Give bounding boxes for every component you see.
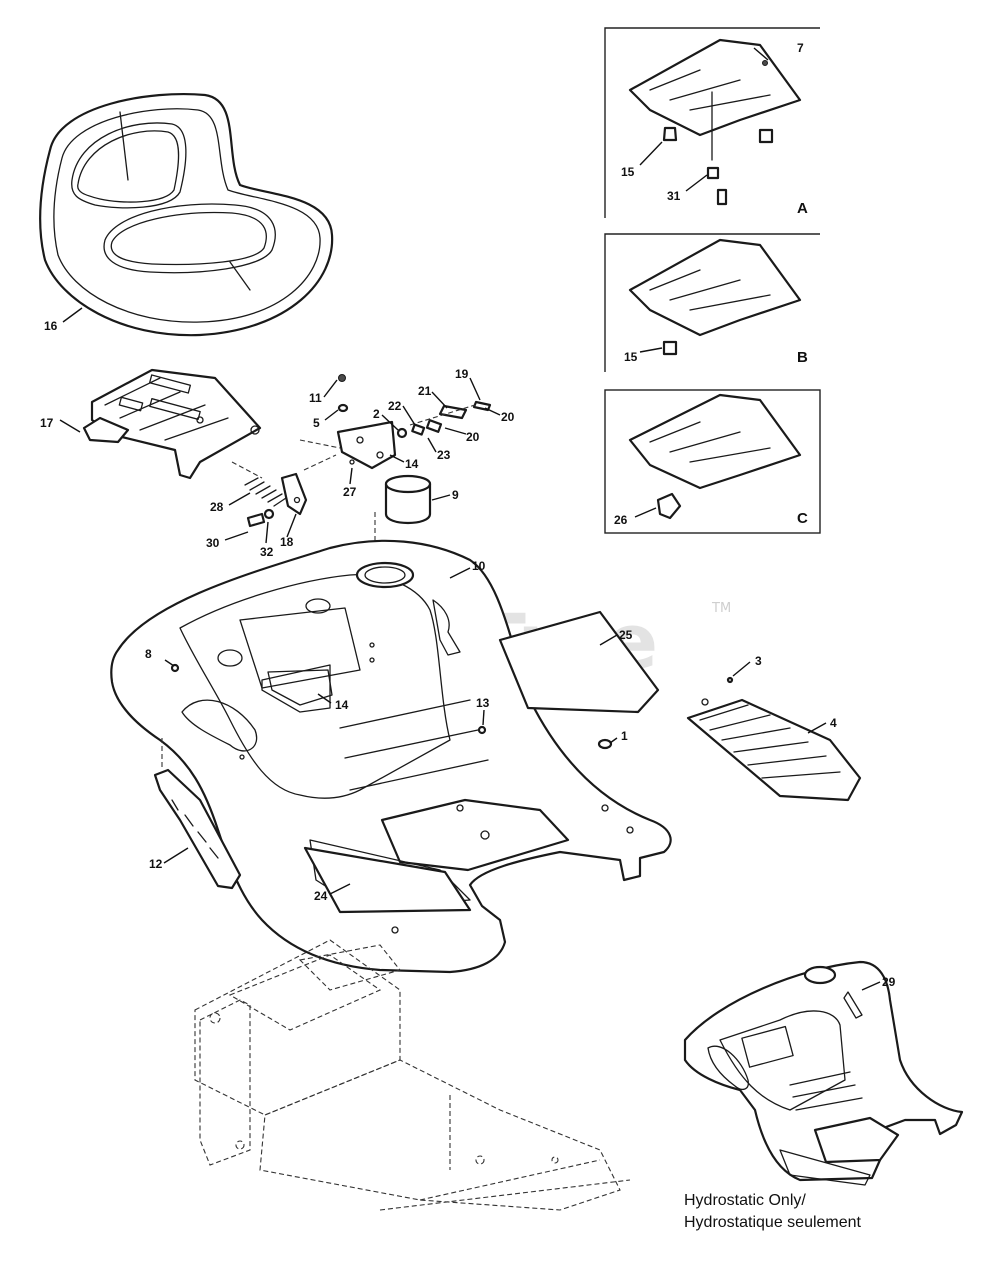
callout-30: 30: [206, 536, 220, 550]
foot-plate: [686, 698, 862, 802]
callout-16: 16: [44, 319, 58, 333]
callout-10: 10: [472, 559, 486, 573]
seat: [38, 93, 334, 337]
callout-7: 7: [797, 41, 804, 55]
chassis-frame: [194, 939, 631, 1211]
panel-a: A: [604, 27, 820, 218]
watermark-trademark: TM: [711, 601, 731, 616]
seat-pan: [82, 368, 262, 480]
leader-lines: [59, 47, 881, 991]
decal-24: [303, 846, 472, 914]
callout-18: 18: [280, 535, 294, 549]
hydrostatic-note: Hydrostatic Only/ Hydrostatique seulemen…: [684, 1190, 861, 1234]
plug-1: [597, 738, 613, 750]
callout-13: 13: [476, 696, 490, 710]
screw-3: [726, 676, 734, 684]
callout-27: 27: [343, 485, 357, 499]
callout-3: 3: [755, 654, 762, 668]
screw-13: [477, 725, 487, 735]
callout-1: 1: [621, 729, 628, 743]
hydrostatic-note-line-2: Hydrostatique seulement: [684, 1214, 861, 1231]
fender-body: [110, 539, 672, 974]
callout-12: 12: [149, 857, 163, 871]
callout-32: 32: [260, 545, 274, 559]
callout-5: 5: [313, 416, 320, 430]
callout-28: 28: [210, 500, 224, 514]
decal-25: [498, 610, 660, 714]
fuel-tank-cup: [374, 474, 432, 610]
panel-b: B: [604, 233, 820, 372]
callout-20-upper: 20: [501, 410, 515, 424]
hydrostatic-note-line-1: Hydrostatic Only/: [684, 1192, 806, 1209]
hydrostatic-fender: [683, 960, 964, 1186]
callout-15-b: 15: [624, 350, 638, 364]
seat-hinge-assembly: [299, 374, 492, 470]
callout-15-a: 15: [621, 165, 635, 179]
callout-22: 22: [388, 399, 402, 413]
callouts: 16 17 11 5 2 22 21 19 20 20 23 14 27 9 2…: [40, 41, 896, 989]
panel-a-letter: A: [797, 200, 808, 217]
callout-24: 24: [314, 889, 328, 903]
callout-29: 29: [882, 975, 896, 989]
callout-31: 31: [667, 189, 681, 203]
callout-23: 23: [437, 448, 451, 462]
callout-26: 26: [614, 513, 628, 527]
panel-b-letter: B: [797, 349, 808, 366]
callout-25: 25: [619, 628, 633, 642]
callout-20-lower: 20: [466, 430, 480, 444]
callout-19: 19: [455, 367, 469, 381]
panel-c: C: [604, 389, 821, 534]
callout-21: 21: [418, 384, 432, 398]
callout-11: 11: [309, 391, 322, 405]
callout-8: 8: [145, 647, 152, 661]
callout-14-hinge: 14: [405, 457, 419, 471]
callout-14-fender: 14: [335, 698, 349, 712]
callout-17: 17: [40, 416, 54, 430]
height-plate: [153, 738, 242, 890]
callout-9: 9: [452, 488, 459, 502]
seat-spring-assembly: [231, 454, 337, 528]
callout-4: 4: [830, 716, 837, 730]
panel-c-letter: C: [797, 510, 808, 527]
callout-2: 2: [373, 407, 380, 421]
